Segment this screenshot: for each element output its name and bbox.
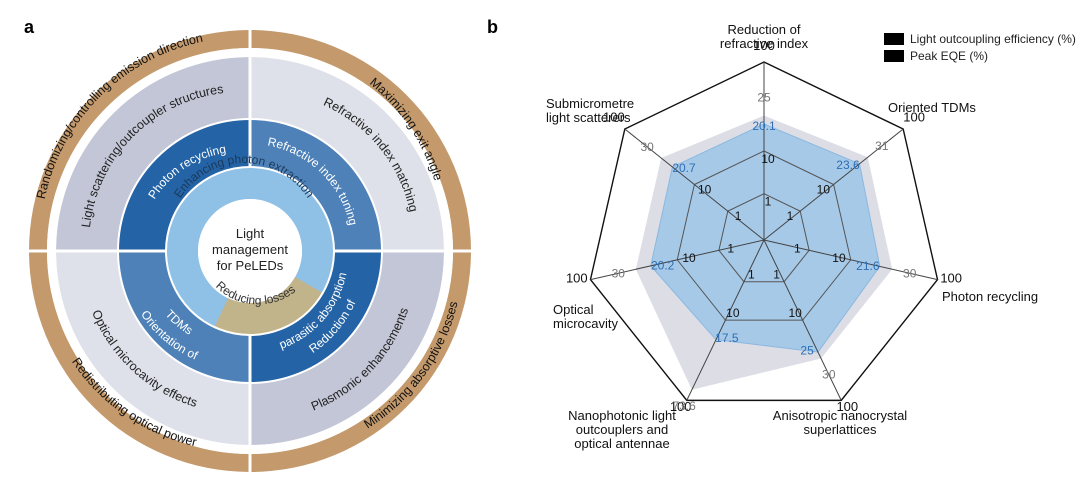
peak-eqe-value-label: 21.6 xyxy=(856,259,880,273)
ring-tick-label: 1 xyxy=(735,209,742,223)
peak-eqe-value-label: 20.2 xyxy=(651,258,675,272)
axis-label: Nanophotonic light xyxy=(568,408,676,423)
outer-ring-randomizing xyxy=(29,30,250,251)
legend-label-outcoupling: Light outcoupling efficiency (%) xyxy=(910,32,1076,46)
ring-tick-label: 10 xyxy=(682,251,696,265)
outcoupling-value-label: 73.6 xyxy=(672,399,696,413)
outer-ring-minimizing xyxy=(250,251,471,472)
axis-spoke xyxy=(763,239,938,281)
grid-ring-1 xyxy=(718,193,810,283)
peak-eqe-value-label: 20.1 xyxy=(752,119,776,133)
outer-ring-redistributing xyxy=(29,251,250,472)
center-text-line: for PeLEDs xyxy=(217,258,284,273)
outcoupling-value-label: 30 xyxy=(612,266,626,280)
ring-tick-label: 100 xyxy=(836,399,858,414)
axis-label: outcouplers and xyxy=(576,422,669,437)
outcoupling-value-label: 30 xyxy=(640,140,654,154)
peak-eqe-value-label: 23.6 xyxy=(836,158,860,172)
outcoupling-value-label: 30 xyxy=(903,266,917,280)
ring-tick-label: 1 xyxy=(773,267,780,281)
ring-tick-label: 100 xyxy=(753,38,775,53)
peak-eqe-value-label: 25 xyxy=(800,343,814,357)
ring-tick-label: 10 xyxy=(761,152,775,166)
center-circle xyxy=(198,199,302,303)
radar-chart: 1 10 100 1 10 100 1 10 100 1 10 100 1 10 100 1 10 100 1 10 1… xyxy=(546,22,1038,451)
ring-gap-inner xyxy=(165,166,335,336)
middle-reduction-absorption xyxy=(250,251,382,383)
legend-swatch-peak-eqe xyxy=(884,50,904,62)
grid-ring-100 xyxy=(589,61,939,402)
axis-label: Anisotropic nanocrystal xyxy=(773,408,908,423)
band-light-scattering xyxy=(56,57,250,251)
axis-spoke xyxy=(763,239,842,401)
peak-eqe-value-label: 20.7 xyxy=(672,161,696,175)
ring-tick-label: 1 xyxy=(794,242,801,256)
axis-label: microcavity xyxy=(553,316,619,331)
middle-refractive-tuning xyxy=(250,119,382,251)
axis-label: refractive index xyxy=(720,36,809,51)
center-text-line: Light xyxy=(236,226,265,241)
ring-tick-label: 10 xyxy=(832,251,846,265)
band-optical-microcavity xyxy=(56,251,250,445)
ring-tick-label: 10 xyxy=(698,182,712,196)
ring-tick-label: 1 xyxy=(765,195,772,209)
ring-gap-outer xyxy=(47,48,453,454)
ring-tick-label: 10 xyxy=(726,306,740,320)
legend-label-peak-eqe: Peak EQE (%) xyxy=(910,49,988,63)
ring-tick-label: 1 xyxy=(787,209,794,223)
outer-ring-maximizing xyxy=(250,30,471,251)
axis-label: Submicrometre xyxy=(546,96,634,111)
ring-tick-label: 100 xyxy=(903,110,925,125)
peak-eqe-value-label: 17.5 xyxy=(715,331,739,345)
panel-b-label: b xyxy=(487,17,498,37)
band-refractive-matching xyxy=(250,57,444,251)
grid-ring-10 xyxy=(676,150,852,321)
ring-tick-label: 100 xyxy=(603,110,625,125)
legend-swatch-outcoupling xyxy=(884,33,904,45)
ring-tick-label: 10 xyxy=(817,182,831,196)
axis-label: Reduction of xyxy=(728,22,801,37)
axis-label: Oriented TDMs xyxy=(888,100,976,115)
ring-tick-label: 1 xyxy=(727,242,734,256)
axis-spoke xyxy=(686,239,765,401)
panel-a-label: a xyxy=(24,17,35,37)
ring-tick-label: 1 xyxy=(748,267,755,281)
band-plasmonic xyxy=(250,251,444,445)
ring-tick-label: 100 xyxy=(566,270,588,285)
middle-orientation-tdms xyxy=(118,251,250,383)
outcoupling-value-label: 30 xyxy=(822,368,836,382)
axis-spoke xyxy=(763,128,904,241)
ring-gap-middle xyxy=(117,118,383,384)
chart-legend: Light outcoupling efficiency (%) Peak EQ… xyxy=(884,32,1076,63)
axis-label: Optical xyxy=(553,302,594,317)
ring-tick-label: 100 xyxy=(940,270,962,285)
axis-spoke xyxy=(624,128,765,241)
center-text-line: management xyxy=(212,242,288,257)
ring-tick-label: 10 xyxy=(788,306,802,320)
axis-label: Photon recycling xyxy=(942,289,1038,304)
middle-photon-recycling xyxy=(118,119,250,251)
axis-spoke xyxy=(590,239,765,281)
outcoupling-value-label: 31 xyxy=(875,139,889,153)
outcoupling-value-label: 25 xyxy=(757,91,771,105)
ring-tick-label: 100 xyxy=(670,399,692,414)
axis-label: light scatterers xyxy=(546,110,631,125)
axis-label: superlattices xyxy=(804,422,877,437)
axis-label: optical antennae xyxy=(574,436,669,451)
